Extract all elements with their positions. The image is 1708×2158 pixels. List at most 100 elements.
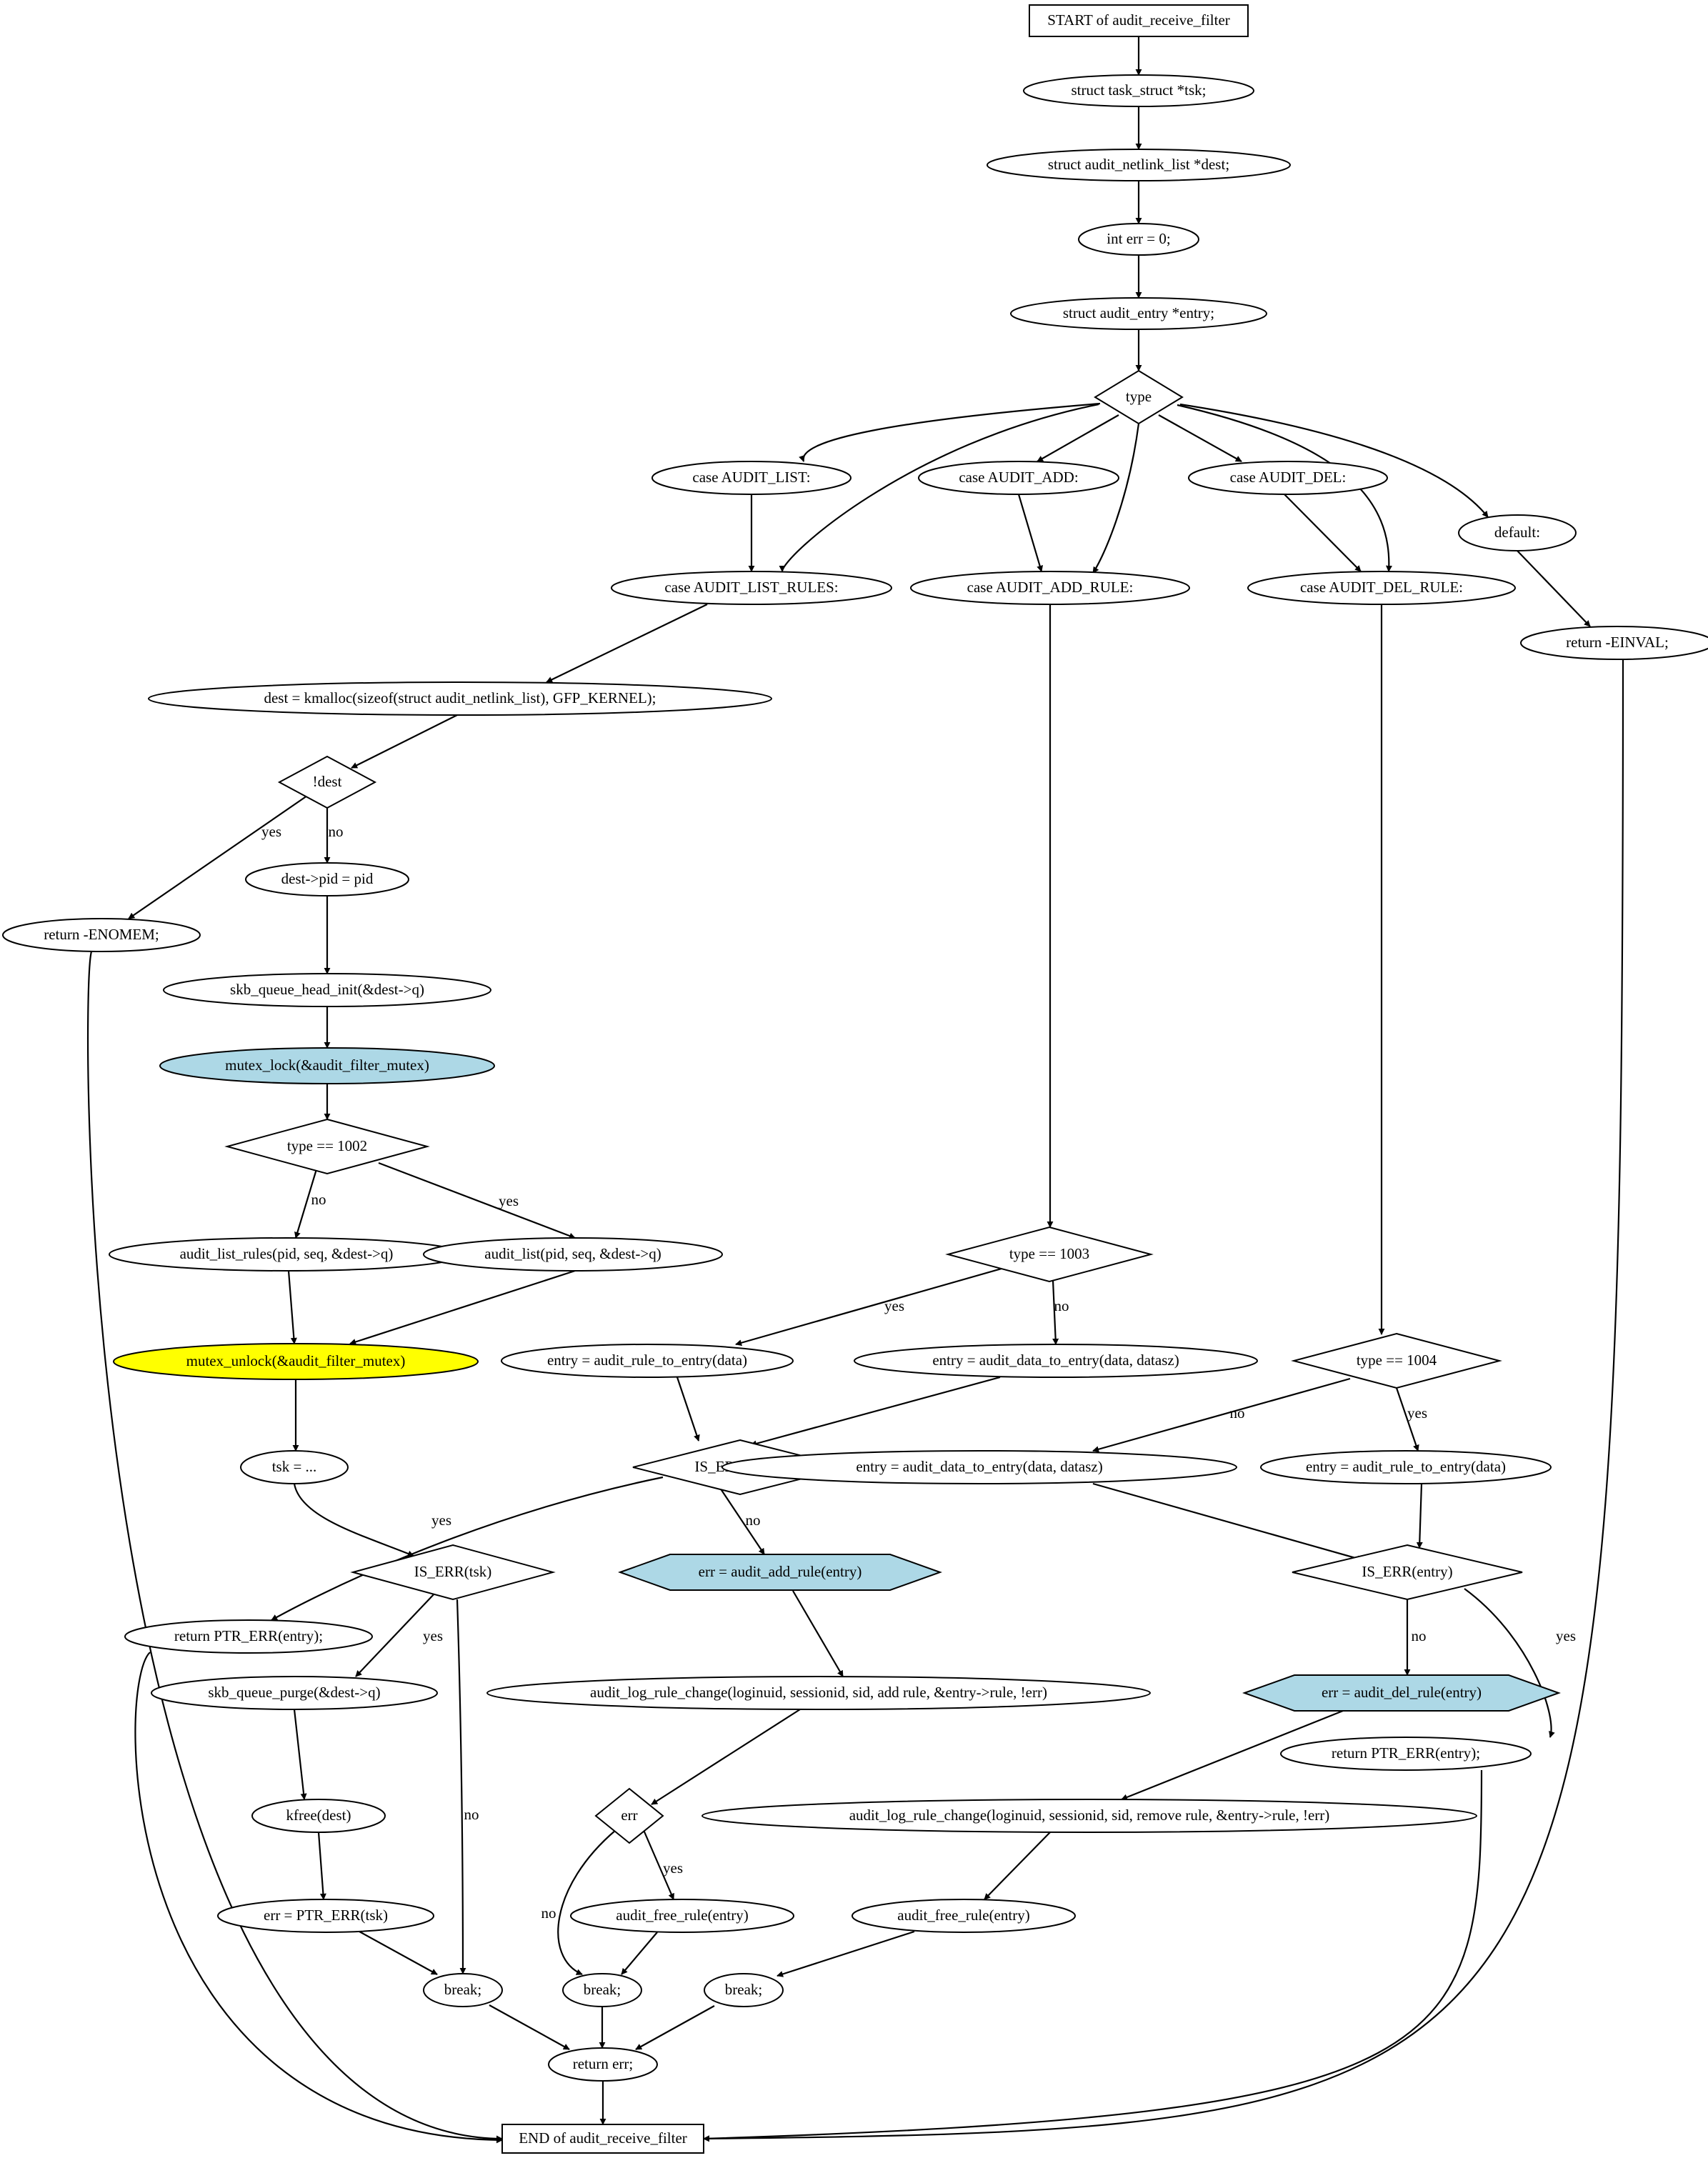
edge-label-no: no <box>1412 1627 1427 1644</box>
ellipse-shape <box>854 1344 1258 1378</box>
edge-del-rule-to-log-del <box>1121 1709 1344 1801</box>
node-dest-pid: dest->pid = pid <box>245 862 409 896</box>
node-label: skb_queue_purge(&dest->q) <box>208 1684 380 1701</box>
edge-data-to-entry-del-to-is-err-entry-del <box>1092 1482 1364 1562</box>
edge-is-err-tsk-to-skb-purge <box>355 1592 436 1677</box>
node-label: int err = 0; <box>1107 230 1170 247</box>
ellipse-shape <box>651 461 851 495</box>
edge-default-to-ret-einval <box>1517 550 1591 627</box>
edges-layer <box>86 36 1624 2144</box>
node-rule-to-entry-del: entry = audit_rule_to_entry(data) <box>1260 1450 1552 1484</box>
node-is-err-tsk: IS_ERR(tsk) <box>350 1544 556 1601</box>
node-label: entry = audit_rule_to_entry(data) <box>547 1352 747 1369</box>
edge-break3-to-ret-err <box>635 2005 715 2050</box>
ellipse-shape <box>570 1899 794 1933</box>
edge-kfree-to-err-ptr-tsk <box>317 1832 326 1900</box>
ellipse-shape <box>486 1676 1151 1710</box>
edge-tsk-assign-to-is-err-tsk <box>293 1483 414 1557</box>
node-label: !dest <box>313 773 342 790</box>
ellipse-shape <box>113 1343 479 1380</box>
edge-free-rule-del-to-break3 <box>776 1930 915 1977</box>
ellipse-shape <box>1260 1450 1552 1484</box>
edge-log-del-to-free-rule-del <box>984 1832 1051 1900</box>
node-label: err = PTR_ERR(tsk) <box>264 1907 388 1924</box>
node-label: break; <box>584 1981 621 1998</box>
edge-is-err-entry-add-to-add-rule <box>719 1487 765 1555</box>
node-ret-ptr-err-del: return PTR_ERR(entry); <box>1280 1737 1532 1771</box>
node-label: case AUDIT_ADD_RULE: <box>967 579 1134 596</box>
node-label: type == 1002 <box>287 1137 367 1154</box>
node-case-del-rule: case AUDIT_DEL_RULE: <box>1247 571 1516 605</box>
node-dest-decl: struct audit_netlink_list *dest; <box>987 149 1291 181</box>
node-label: return -ENOMEM; <box>44 926 159 943</box>
ellipse-shape <box>159 1047 495 1084</box>
edge-list-rules-call-to-mutex-unlock <box>287 1270 297 1344</box>
edge-type-1002-to-list-call <box>378 1162 576 1239</box>
ellipse-shape <box>918 461 1119 495</box>
edge-case-del-to-case-del-rule <box>1284 494 1362 572</box>
node-label: err <box>621 1807 637 1824</box>
edge-type-1004-to-data-to-entry-del <box>1092 1377 1351 1453</box>
ellipse-shape <box>2 918 201 952</box>
node-label: err = audit_del_rule(entry) <box>1322 1684 1482 1701</box>
edge-add-rule-to-log-add <box>792 1590 844 1677</box>
node-label: audit_log_rule_change(loginuid, sessioni… <box>590 1684 1047 1701</box>
ellipse-shape <box>1078 223 1199 256</box>
node-label: default: <box>1494 524 1540 541</box>
edge-err-check-to-free-rule-add <box>642 1829 675 1900</box>
ellipse-shape <box>1023 74 1254 107</box>
node-case-add: case AUDIT_ADD: <box>918 461 1119 495</box>
node-label: struct audit_netlink_list *dest; <box>1048 156 1229 173</box>
node-del-rule: err = audit_del_rule(entry) <box>1242 1674 1561 1712</box>
node-label: audit_log_rule_change(loginuid, sessioni… <box>849 1807 1330 1824</box>
node-label: case AUDIT_LIST_RULES: <box>664 579 838 596</box>
hexagon-shape <box>618 1554 942 1591</box>
edge-label-no: no <box>311 1191 326 1208</box>
node-label: entry = audit_data_to_entry(data, datasz… <box>856 1458 1102 1475</box>
edge-type-switch-to-default <box>1179 403 1489 518</box>
ellipse-shape <box>1188 461 1388 495</box>
edge-label-yes: yes <box>1407 1404 1427 1422</box>
edge-free-rule-add-to-break2 <box>621 1932 658 1975</box>
edge-type-switch-to-case-add <box>1037 414 1119 462</box>
diamond-shape <box>350 1544 556 1601</box>
edge-err-ptr-tsk-to-break1 <box>359 1931 438 1975</box>
node-label: START of audit_receive_filter <box>1047 11 1230 29</box>
edge-is-err-entry-del-to-ret-ptr-err-del <box>1464 1588 1555 1738</box>
edge-type-switch-to-case-list-rules <box>779 403 1099 572</box>
ellipse-shape <box>124 1619 373 1654</box>
node-add-rule: err = audit_add_rule(entry) <box>618 1554 942 1591</box>
edge-is-err-tsk-to-break1 <box>456 1599 466 1974</box>
node-case-list: case AUDIT_LIST: <box>651 461 851 495</box>
node-label: type <box>1126 388 1152 405</box>
node-mutex-unlock: mutex_unlock(&audit_filter_mutex) <box>113 1343 479 1380</box>
node-log-add: audit_log_rule_change(loginuid, sessioni… <box>486 1676 1151 1710</box>
ellipse-shape <box>611 571 892 605</box>
ellipse-shape <box>721 1450 1237 1484</box>
node-kfree: kfree(dest) <box>251 1799 386 1833</box>
node-label: IS_ERR(entry) <box>1362 1563 1452 1580</box>
edge-label-no: no <box>1230 1404 1245 1422</box>
edge-label-no: no <box>746 1512 761 1529</box>
edge-label-no: no <box>329 823 344 840</box>
diamond-shape <box>1291 1332 1502 1389</box>
node-label: break; <box>444 1981 481 1998</box>
node-err-ptr-tsk: err = PTR_ERR(tsk) <box>217 1899 434 1933</box>
edge-case-add-to-case-add-rule <box>1017 494 1044 572</box>
edge-data-to-entry-add-to-is-err-entry-add <box>750 1376 1001 1447</box>
node-label: mutex_lock(&audit_filter_mutex) <box>225 1056 429 1074</box>
edge-label-yes: yes <box>423 1627 443 1644</box>
ellipse-shape <box>151 1676 438 1710</box>
node-free-rule-del: audit_free_rule(entry) <box>851 1899 1076 1933</box>
edge-type-1003-to-data-to-entry-add <box>1052 1279 1059 1345</box>
node-label: skb_queue_head_init(&dest->q) <box>230 981 424 998</box>
node-default: default: <box>1458 514 1577 551</box>
node-label: entry = audit_rule_to_entry(data) <box>1306 1458 1506 1475</box>
ellipse-shape <box>501 1344 794 1378</box>
edge-label-yes: yes <box>499 1192 519 1209</box>
node-break3: break; <box>704 1973 784 2007</box>
node-label: break; <box>725 1981 762 1998</box>
node-ret-einval: return -EINVAL; <box>1520 626 1708 660</box>
diamond-shape <box>1094 369 1184 425</box>
